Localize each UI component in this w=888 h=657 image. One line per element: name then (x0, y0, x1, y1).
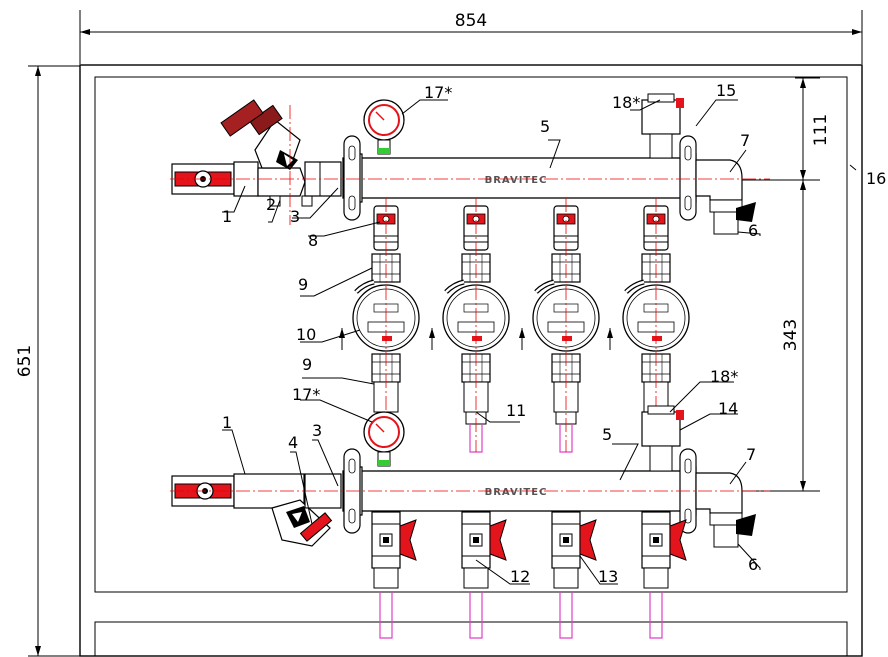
callout-3-lower: 3 (312, 421, 322, 440)
dimension-upper-offset-label: 111 (811, 114, 831, 146)
branch-column-1 (353, 198, 419, 420)
branch-column-2 (443, 198, 509, 453)
lower-manifold-assembly: BRAVITEC (170, 405, 770, 639)
brand-mark-upper: BRAVITEC (485, 175, 548, 186)
callout-16: 16 (866, 169, 886, 188)
callout-18-upper: 18* (612, 93, 640, 112)
callout-9-upper: 9 (298, 275, 308, 294)
outlet-valve-3 (551, 511, 597, 569)
upper-manifold-assembly: BRAVITEC (170, 93, 770, 235)
callout-11: 11 (506, 401, 526, 420)
callout-9-lower: 9 (302, 355, 312, 374)
outlet-valve-1 (371, 511, 417, 569)
branch-column-4 (623, 198, 689, 420)
brand-mark-lower: BRAVITEC (485, 487, 548, 498)
branch-column-3 (533, 198, 599, 453)
cabinet-bottom-cover (94, 621, 848, 657)
callout-13: 13 (598, 567, 618, 586)
callout-14: 14 (718, 399, 738, 418)
callout-leaders (222, 99, 857, 585)
callout-15: 15 (716, 81, 736, 100)
callout-6-upper: 6 (748, 221, 758, 240)
outlet-valve-2 (461, 511, 507, 569)
callout-1-lower: 1 (222, 413, 232, 432)
callout-2: 2 (266, 195, 276, 214)
callout-10: 10 (296, 325, 316, 344)
pressure-gauge-upper (363, 99, 405, 155)
callout-12: 12 (510, 567, 530, 586)
dimension-height: 651 (15, 65, 80, 657)
dimension-width-label: 854 (455, 11, 487, 31)
callout-1-upper: 1 (222, 207, 232, 226)
pressure-gauge-lower (363, 411, 405, 467)
callout-6-lower: 6 (748, 555, 758, 574)
callout-17-upper: 17* (424, 83, 452, 102)
callout-5-upper: 5 (540, 117, 550, 136)
flow-arrows (339, 328, 613, 350)
callout-7-lower: 7 (746, 445, 756, 464)
dimension-manifold-spacing-label: 343 (781, 319, 801, 351)
mounting-bracket-left-upper (343, 135, 361, 221)
callout-labels: 1 2 3 5 6 7 8 9 10 9 11 15 16 17* 18* 1 … (222, 81, 886, 586)
mounting-bracket-right-upper (679, 135, 697, 221)
dimension-width: 854 (79, 10, 863, 64)
callout-18-lower: 18* (710, 367, 738, 386)
dimension-height-label: 651 (15, 345, 35, 377)
callout-8: 8 (308, 231, 318, 250)
callout-4: 4 (288, 433, 298, 452)
callout-5-lower: 5 (602, 425, 612, 444)
callout-7-upper: 7 (740, 131, 750, 150)
cabinet-inner-panel (94, 76, 848, 593)
callout-17-lower: 17* (292, 385, 320, 404)
callout-3-upper: 3 (290, 207, 300, 226)
